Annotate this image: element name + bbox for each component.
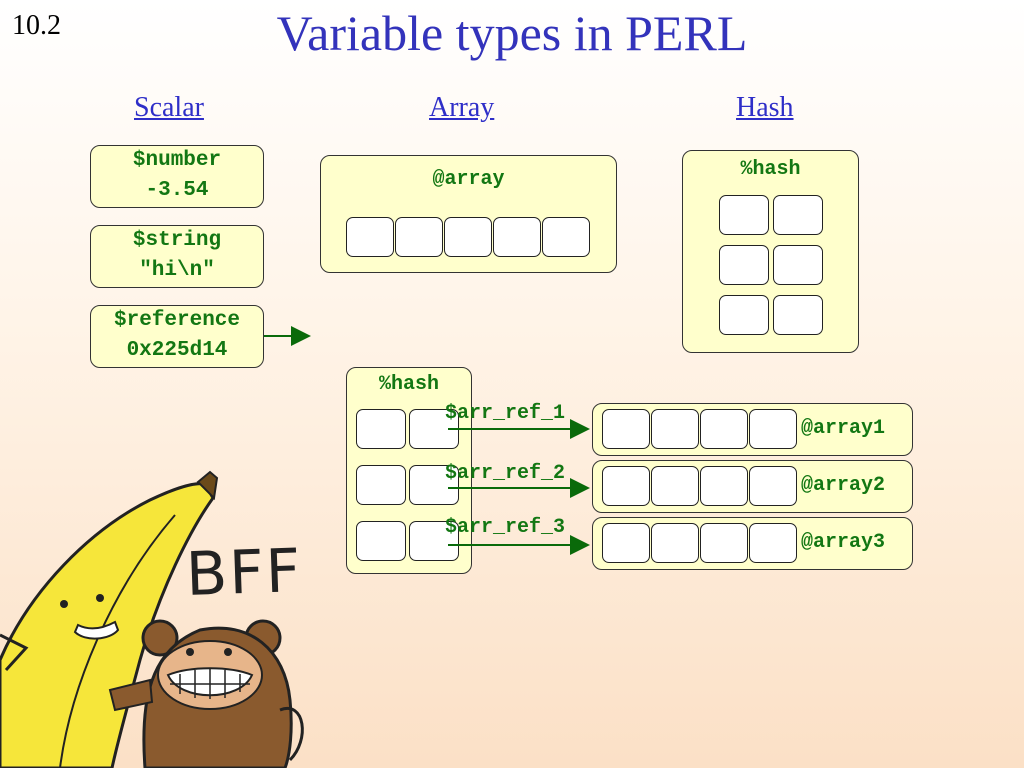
- monkey-eye-icon: [186, 648, 194, 656]
- array3-cell: [749, 523, 797, 563]
- arr-ref-2-label: $arr_ref_2: [445, 462, 566, 485]
- bff-text: BFF: [184, 535, 304, 611]
- hash-heading[interactable]: Hash: [736, 92, 794, 123]
- nested-hash-box: %hash: [346, 367, 472, 574]
- banana-smile: [73, 620, 120, 640]
- banana-monkey-cartoon: [0, 470, 304, 768]
- hash-box: %hash: [682, 150, 859, 353]
- array2-box: @array2: [592, 460, 913, 513]
- monkey-eye-icon: [224, 648, 232, 656]
- hash-cell: [719, 245, 769, 285]
- scalar-number-name: $number: [132, 149, 222, 172]
- array-cell: [542, 217, 590, 257]
- array1-cell: [651, 409, 699, 449]
- banana-eye-icon: [96, 594, 104, 602]
- hash-label: %hash: [740, 158, 801, 181]
- array2-cell: [602, 466, 650, 506]
- array3-cell: [602, 523, 650, 563]
- array3-cell: [651, 523, 699, 563]
- array1-cell: [749, 409, 797, 449]
- array3-cell: [700, 523, 748, 563]
- array1-cell: [700, 409, 748, 449]
- array-cell: [444, 217, 492, 257]
- scalar-string-value: "hi\n": [139, 259, 215, 282]
- array-box: @array: [320, 155, 617, 273]
- array-cell: [395, 217, 443, 257]
- array2-cell: [651, 466, 699, 506]
- nested-hash-cell: [409, 465, 459, 505]
- array1-box: @array1: [592, 403, 913, 456]
- scalar-reference-value: 0x225d14: [126, 339, 228, 362]
- array3-box: @array3: [592, 517, 913, 570]
- hash-cell: [773, 195, 823, 235]
- array3-label: @array3: [801, 531, 886, 554]
- hash-cell: [719, 195, 769, 235]
- array-cell: [493, 217, 541, 257]
- nested-hash-cell: [409, 521, 459, 561]
- hash-cell: [773, 245, 823, 285]
- array-label: @array: [432, 168, 505, 191]
- scalar-reference-box: $reference 0x225d14: [90, 305, 264, 368]
- array2-cell: [749, 466, 797, 506]
- hash-cell: [773, 295, 823, 335]
- array2-cell: [700, 466, 748, 506]
- arr-ref-1-label: $arr_ref_1: [445, 402, 566, 425]
- nested-hash-cell: [409, 409, 459, 449]
- array-cell: [346, 217, 394, 257]
- slide-number: 10.2: [12, 10, 61, 41]
- scalar-reference-name: $reference: [113, 309, 241, 332]
- array1-label: @array1: [801, 417, 886, 440]
- array2-label: @array2: [801, 474, 886, 497]
- banana-stem: [196, 470, 219, 501]
- array-heading[interactable]: Array: [429, 92, 495, 123]
- scalar-string-name: $string: [132, 229, 222, 252]
- scalar-string-box: $string "hi\n": [90, 225, 264, 288]
- monkey-ear: [141, 619, 179, 657]
- arr-ref-3-label: $arr_ref_3: [445, 516, 566, 539]
- array1-cell: [602, 409, 650, 449]
- nested-hash-cell: [356, 409, 406, 449]
- nested-hash-cell: [356, 465, 406, 505]
- nested-hash-cell: [356, 521, 406, 561]
- scalar-heading[interactable]: Scalar: [134, 92, 204, 123]
- slide-title: Variable types in PERL: [276, 5, 748, 61]
- hash-cell: [719, 295, 769, 335]
- scalar-number-box: $number -3.54: [90, 145, 264, 208]
- scalar-number-value: -3.54: [145, 179, 209, 202]
- nested-hash-label: %hash: [378, 373, 439, 396]
- banana-eye-icon: [60, 600, 68, 608]
